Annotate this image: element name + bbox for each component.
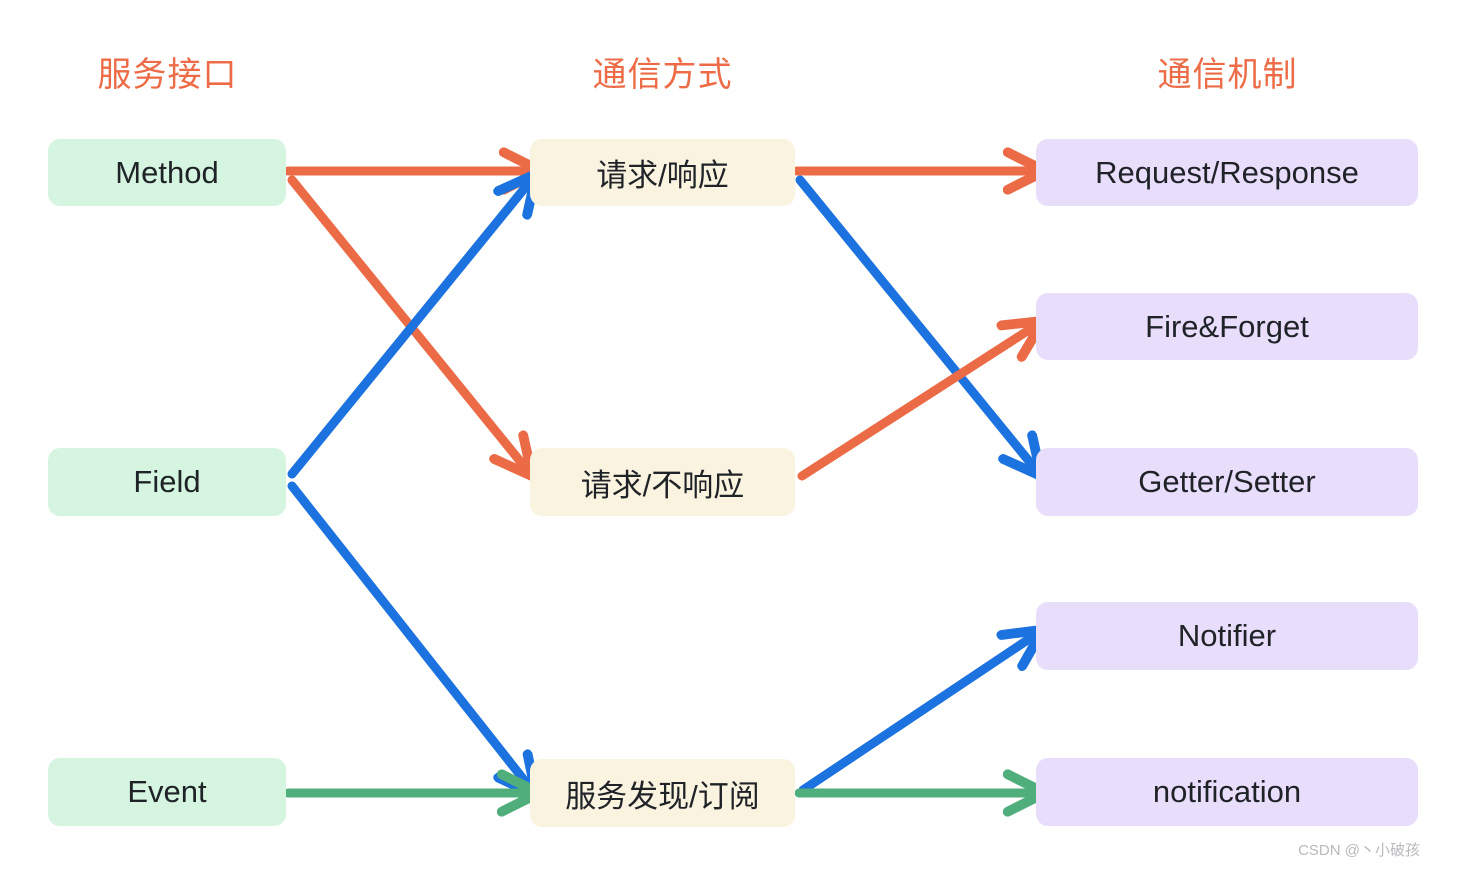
node-method[interactable]: Method <box>48 139 286 206</box>
edge-discover-to-notifier <box>798 637 1032 795</box>
node-request-response[interactable]: 请求/响应 <box>530 139 795 206</box>
node-service-discovery-subscribe[interactable]: 服务发现/订阅 <box>530 759 795 827</box>
node-fire-and-forget[interactable]: Fire&Forget <box>1036 293 1418 360</box>
node-request-response-mechanism[interactable]: Request/Response <box>1036 139 1418 206</box>
column-header-service-interface: 服务接口 <box>97 56 238 94</box>
edge-method-to-reqnores <box>287 175 524 466</box>
column-header-communication-style: 通信方式 <box>592 56 733 94</box>
node-field[interactable]: Field <box>48 448 286 516</box>
watermark-credit: CSDN @丶小破孩 <box>1298 842 1420 859</box>
edge-reqnores-to-fireforget <box>797 328 1032 481</box>
node-request-no-response[interactable]: 请求/不响应 <box>530 448 795 516</box>
node-notifier[interactable]: Notifier <box>1036 602 1418 670</box>
node-getter-setter[interactable]: Getter/Setter <box>1036 448 1418 516</box>
column-header-communication-mechanism: 通信机制 <box>1157 56 1298 94</box>
edge-field-to-reqres <box>287 184 528 479</box>
edge-field-to-discover <box>287 481 528 785</box>
node-notification[interactable]: notification <box>1036 758 1418 826</box>
edge-reqres-to-gettersetter <box>795 175 1033 466</box>
node-event[interactable]: Event <box>48 758 286 826</box>
